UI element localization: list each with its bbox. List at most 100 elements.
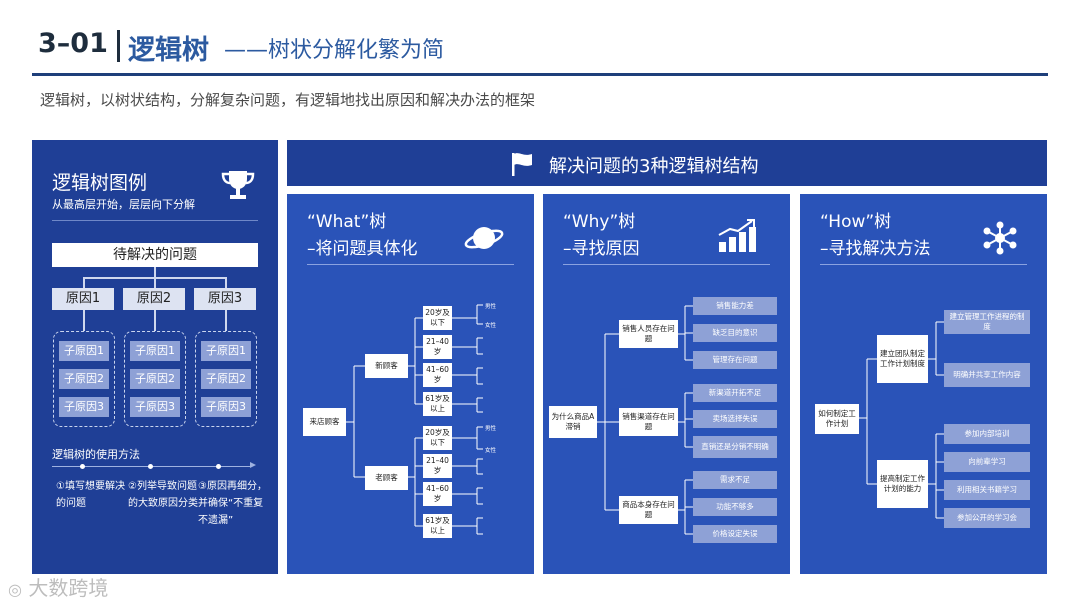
what-age-node: 20岁及以下 [423,306,452,330]
subcause: 子原因2 [130,369,180,389]
watermark-logo-icon: ◎ [8,580,22,599]
subcause: 子原因2 [59,369,109,389]
why-cause-node: 需求不足 [693,471,777,489]
what-root-node: 来店顾客 [303,408,346,436]
subcause-group-3: 子原因1 子原因2 子原因3 [195,331,257,427]
connector [154,267,156,278]
how-method-node: 建立管理工作进程的制度 [944,310,1030,334]
watermark: ◎ 大数跨境 [8,572,108,601]
how-root-node: 如何制定工作计划 [815,404,859,434]
how-connectors [859,321,944,519]
section-banner: 解决问题的3种逻辑树结构 [287,140,1047,186]
subcause: 子原因1 [130,341,180,361]
how-method-node: 利用相关书籍学习 [944,480,1030,500]
legend-cause-2: 原因2 [123,288,185,310]
legend-divider [52,220,258,221]
title-divider [117,30,120,62]
what-age-node: 21–40岁 [423,335,452,359]
usage-title: 逻辑树的使用方法 [52,448,140,461]
what-connectors [346,304,483,535]
what-age-node: 41–60岁 [423,482,452,506]
why-cause-node: 新渠道开拓不足 [693,384,777,402]
subcause-group-2: 子原因1 子原因2 子原因3 [124,331,186,427]
banner-title: 解决问题的3种逻辑树结构 [549,156,759,177]
watermark-text: 大数跨境 [28,576,109,600]
arrow-right-icon [250,462,256,468]
why-tree-panel: “Why”树 –寻找原因 为什么商品A滞销 销售人员存在问题 销售渠道存在问题 … [543,194,790,574]
how-method-node: 向前辈学习 [944,452,1030,472]
how-group-node: 提高制定工作计划的能力 [877,460,928,508]
how-method-node: 参加公开的学习会 [944,508,1030,528]
why-tree-title: “Why”树 [563,212,636,232]
subcause: 子原因1 [201,341,251,361]
gender-label: 男性 [485,304,497,310]
what-divider [307,264,514,265]
connector [83,277,85,288]
legend-panel: 逻辑树图例 从最高层开始，层层向下分解 待解决的问题 原因1 原因2 原因3 子… [32,140,278,574]
gender-label: 女性 [485,448,497,454]
connector [83,310,85,331]
what-age-node: 61岁及以上 [423,392,452,416]
legend-cause-3: 原因3 [194,288,256,310]
connector [154,277,156,288]
connector [225,277,227,288]
timeline-dot [148,464,153,469]
usage-step-2: ②列举导致问题的大致原因分类 [128,481,198,509]
connector [225,310,227,331]
timeline-dot [216,464,221,469]
why-connectors [597,305,693,535]
what-age-node: 21–40岁 [423,454,452,478]
legend-cause-1: 原因1 [52,288,114,310]
what-age-node: 61岁及以上 [423,514,452,538]
why-divider [563,264,770,265]
what-tree-panel: “What”树 –将问题具体化 来店顾客 新顾客 老顾客 20岁及以下 21–4… [287,194,534,574]
why-root-node: 为什么商品A滞销 [549,406,597,438]
why-group-node: 商品本身存在问题 [619,496,678,524]
page-description: 逻辑树，以树状结构，分解复杂问题，有逻辑地找出原因和解决办法的框架 [40,91,536,109]
header-rule [32,73,1048,76]
why-group-node: 销售人员存在问题 [619,320,678,348]
why-tree-subtitle: –寻找原因 [563,239,640,259]
legend-title: 逻辑树图例 [52,172,148,194]
how-group-node: 建立团队制定工作计划制度 [877,335,928,383]
how-tree-subtitle: –寻找解决方法 [820,239,931,259]
subcause: 子原因1 [59,341,109,361]
what-tree-title: “What”树 [307,212,387,232]
why-cause-node: 直销还是分销不明确 [693,436,777,458]
usage-step-1: ①填写想要解决的问题 [56,481,125,509]
what-branch-new: 新顾客 [365,354,408,378]
usage-step-3: ③原因再细分，并确保“不重复 不遗漏” [198,481,267,526]
legend-caption: 从最高层开始，层层向下分解 [52,198,195,211]
how-tree-panel: “How”树 –寻找解决方法 如何制定工作计划 建立团队制定工作计划制度 提高制… [800,194,1047,574]
gender-label: 女性 [485,323,497,329]
subcause-group-1: 子原因1 子原因2 子原因3 [53,331,115,427]
how-divider [820,264,1027,265]
legend-root-node: 待解决的问题 [52,243,258,267]
flag-icon [509,150,537,182]
how-method-node: 明确并共享工作内容 [944,363,1030,387]
why-cause-node: 功能不够多 [693,498,777,516]
subcause: 子原因2 [201,369,251,389]
subcause: 子原因3 [130,397,180,417]
page-subtitle: ——树状分解化繁为简 [224,38,445,63]
why-cause-node: 缺乏目的意识 [693,324,777,342]
why-cause-node: 卖场选择失误 [693,410,777,428]
what-branch-old: 老顾客 [365,466,408,490]
how-method-node: 参加内部培训 [944,424,1030,444]
subcause: 子原因3 [59,397,109,417]
what-tree-subtitle: –将问题具体化 [307,239,418,259]
what-age-node: 20岁及以下 [423,426,452,450]
why-group-node: 销售渠道存在问题 [619,408,678,436]
subcause: 子原因3 [201,397,251,417]
why-cause-node: 管理存在问题 [693,351,777,369]
how-tree-title: “How”树 [820,212,892,232]
why-cause-node: 销售能力差 [693,297,777,315]
why-cause-node: 价格设定失误 [693,525,777,543]
what-age-node: 41–60岁 [423,363,452,387]
connector [154,310,156,331]
section-number: 3–01 [38,28,108,59]
trophy-icon [218,166,258,210]
page-title: 逻辑树 [128,35,209,66]
gender-label: 男性 [485,426,497,432]
timeline-dot [80,464,85,469]
